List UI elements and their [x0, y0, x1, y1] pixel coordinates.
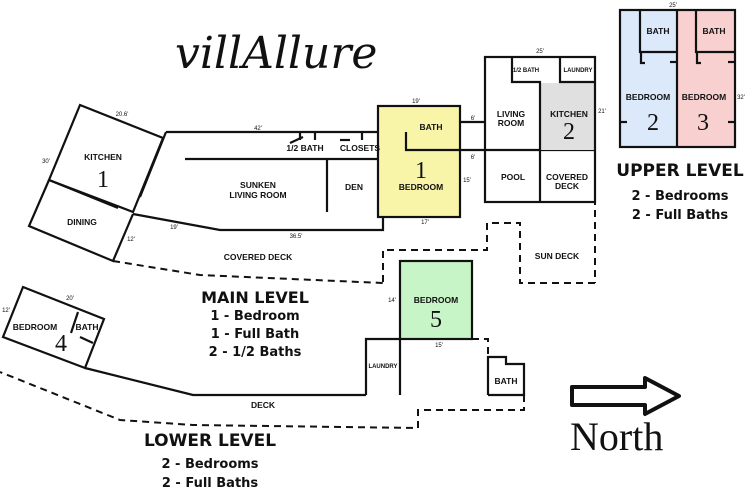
sunken-living-label-1: SUNKEN: [240, 180, 276, 190]
bedroom-5-number: 5: [430, 307, 442, 333]
bedroom-2-label: BEDROOM: [626, 92, 670, 102]
room-labels: KITCHEN 1 DINING SUNKEN LIVING ROOM DEN …: [13, 26, 726, 410]
laundry-east-label: LAUNDRY: [563, 68, 592, 74]
dim-bed4-side: 12': [2, 308, 10, 314]
living-room-label-2: ROOM: [498, 118, 524, 128]
dim-kitchen-top: 20.6': [116, 112, 129, 118]
sunken-living-label-2: LIVING ROOM: [229, 190, 286, 200]
bedroom-1-bath-wall: [404, 132, 595, 152]
main-level-line: 2 - 1/2 Baths: [209, 345, 302, 360]
dim-bed5-side: 14': [388, 298, 396, 304]
deck-wall: [84, 366, 366, 397]
dim-bed1-bottom: 17': [421, 220, 429, 226]
kitchen-1-number: 1: [97, 167, 109, 193]
bedroom-2-bath-label: BATH: [647, 26, 670, 36]
upper-level-summary: UPPER LEVEL 2 - Bedrooms 2 - Full Baths: [616, 161, 744, 223]
kitchen-1-label: KITCHEN: [84, 152, 122, 162]
living-bottom-wall: [132, 212, 385, 232]
bedroom-1-bath-label: BATH: [420, 122, 443, 132]
upper-bath-walls: [620, 10, 735, 124]
main-level-line: 1 - Full Bath: [211, 327, 300, 342]
kitchen-2-number: 2: [563, 119, 575, 145]
east-inner-walls: [510, 57, 542, 202]
dim-lower-wall: 19': [170, 225, 178, 231]
dim-east-side: 21': [598, 109, 606, 115]
bedroom-3-bath-label: BATH: [703, 26, 726, 36]
laundry-lower-label: LAUNDRY: [368, 364, 397, 370]
bedroom-4-label: BEDROOM: [13, 322, 57, 332]
dim-link-top: 6': [471, 116, 475, 122]
bedroom-2-area: [620, 10, 677, 147]
bedroom-5-label: BEDROOM: [414, 295, 458, 305]
bedroom-2-number: 2: [647, 110, 659, 136]
main-level-title: MAIN LEVEL: [201, 288, 309, 307]
sun-deck-outline: [382, 222, 595, 284]
upper-level-line: 2 - Bedrooms: [631, 189, 728, 204]
bath-lower-label: BATH: [495, 376, 518, 386]
north-label: North: [570, 414, 663, 459]
lower-dashed-2: [0, 371, 525, 430]
dim-upper-top: 25': [669, 3, 677, 9]
bedroom-4-number: 4: [55, 331, 67, 357]
dim-bed4-top: 20': [66, 296, 74, 302]
covered-deck-label: COVERED DECK: [224, 252, 293, 262]
laundry-wall: [558, 57, 595, 84]
bedroom-4-bath-walls: [69, 311, 94, 344]
dim-bed1-side: 15': [463, 178, 471, 184]
bedroom-3-number: 3: [697, 110, 709, 136]
upper-level-line: 2 - Full Baths: [632, 208, 729, 223]
lower-level-title: LOWER LEVEL: [144, 431, 276, 451]
bedroom-1-label: BEDROOM: [399, 182, 443, 192]
covered-deck-east-label-2: DECK: [555, 181, 580, 191]
dim-kitchen-side: 30': [42, 159, 50, 165]
pool-label: POOL: [501, 172, 525, 182]
bedroom-5-area: [398, 259, 474, 341]
dim-east-top: 25': [536, 49, 544, 55]
closets-ticks: [289, 132, 364, 144]
kitchen-2-area: [541, 83, 595, 150]
bedroom-1-number: 1: [415, 158, 427, 184]
covered-deck-east-label-1: COVERED: [546, 172, 588, 182]
dim-bed1-top: 19': [412, 99, 420, 105]
upper-level-title: UPPER LEVEL: [616, 161, 744, 181]
dim-bed5-bottom: 15': [435, 343, 443, 349]
dim-upper-side: 32': [737, 95, 745, 101]
arrow-right-icon: [570, 376, 681, 416]
dim-link-bottom: 6': [471, 155, 475, 161]
dim-corridor: 42': [254, 126, 262, 132]
lower-level-line: 2 - Full Baths: [162, 476, 259, 491]
deck-label: DECK: [251, 400, 276, 410]
main-level-summary: MAIN LEVEL 1 - Bedroom 1 - Full Bath 2 -…: [201, 288, 309, 360]
kitchen-dining-divider: [48, 178, 119, 210]
logo: villAllure: [175, 28, 377, 79]
half-bath-main-label: 1/2 BATH: [286, 143, 323, 153]
den-label: DEN: [345, 182, 363, 192]
bedroom-3-area: [677, 10, 735, 147]
dining-label: DINING: [67, 217, 97, 227]
lower-level-line: 2 - Bedrooms: [161, 457, 258, 472]
sun-deck-label: SUN DECK: [535, 251, 580, 261]
dim-deck-len: 36.5': [290, 234, 303, 240]
dining-wall: [27, 179, 135, 263]
closets-label: CLOSETS: [340, 143, 380, 153]
laundry-lower-wall: [364, 337, 402, 395]
kitchen-2-label: KITCHEN: [550, 109, 588, 119]
bedroom-1-area: [376, 104, 462, 219]
main-level-line: 1 - Bedroom: [210, 309, 299, 324]
living-room-label-1: LIVING: [497, 109, 526, 119]
lower-dashed-1: [472, 338, 489, 357]
dimension-labels: 20.6' 30' 42' 19' 12' 36.5' 19' 17' 15' …: [2, 3, 745, 349]
bedroom-4-bath-label: BATH: [76, 322, 99, 332]
covered-deck-outline: [112, 260, 384, 284]
bedroom-3-label: BEDROOM: [682, 92, 726, 102]
half-bath-east-label: 1/2 BATH: [513, 68, 539, 74]
kitchen-east-wall: [138, 131, 168, 198]
lower-level-summary: LOWER LEVEL 2 - Bedrooms 2 - Full Baths: [144, 431, 276, 491]
dim-dining-side: 12': [127, 237, 135, 243]
kitchen-1-area: [47, 103, 165, 214]
